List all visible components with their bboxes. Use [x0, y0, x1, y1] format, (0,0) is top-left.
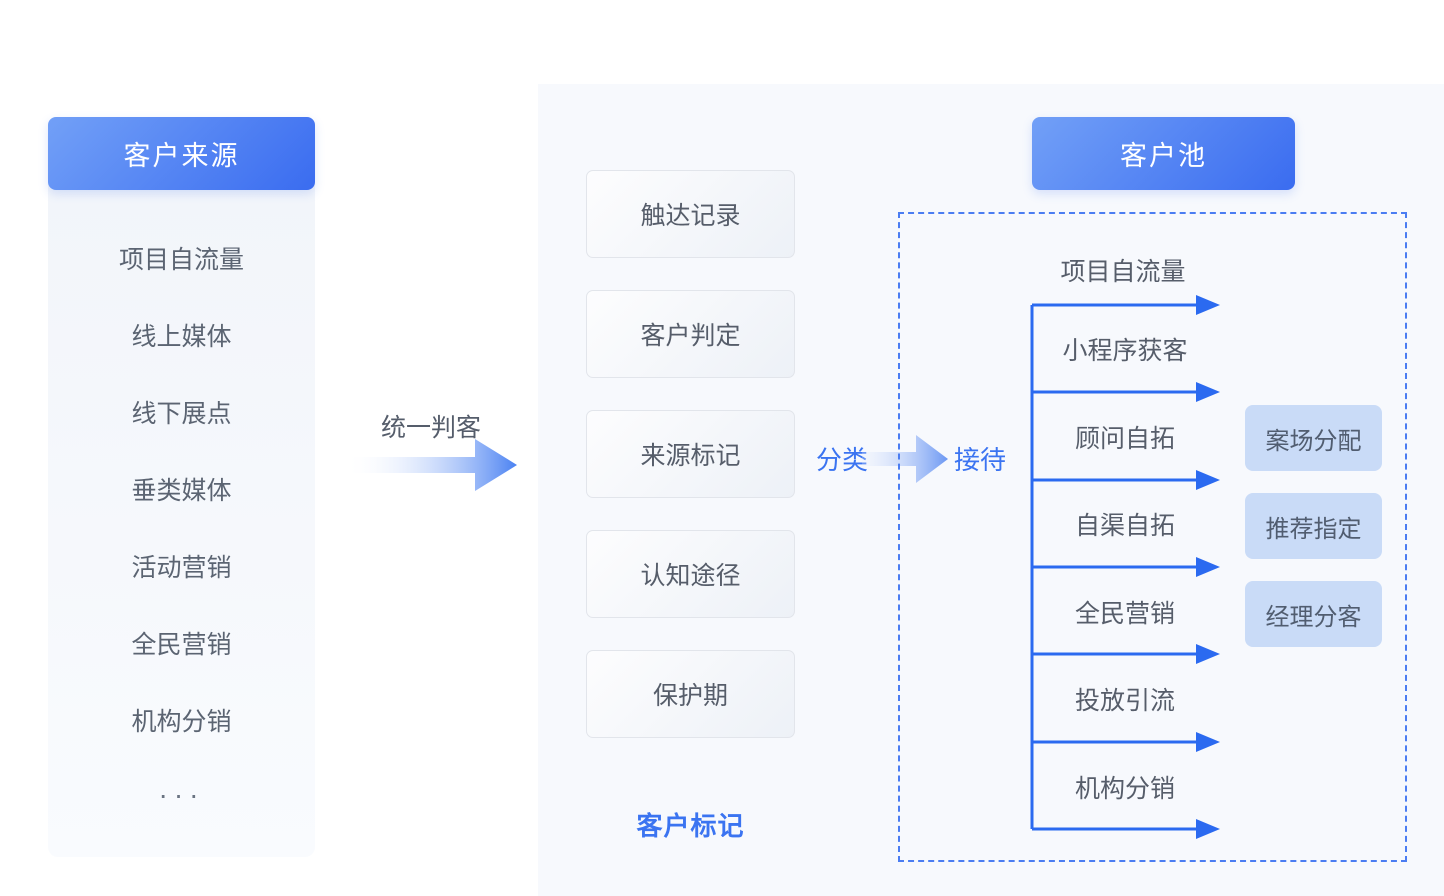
tag-box: 认知途径	[586, 530, 795, 618]
source-item: 全民营销	[131, 631, 232, 659]
pool-branch-label: 项目自流量	[1060, 258, 1186, 286]
source-item: 项目自流量	[118, 246, 244, 274]
customer-tag-column: 触达记录 客户判定 来源标记 认知途径 保护期 客户标记	[586, 170, 795, 843]
customer-pool-dashed-box	[898, 212, 1407, 862]
pool-branch-label: 小程序获客	[1062, 337, 1188, 365]
assignment-box: 推荐指定	[1245, 493, 1382, 559]
pool-branch-label: 全民营销	[1074, 600, 1175, 628]
pool-branch-tree	[1030, 295, 1220, 839]
source-item-ellipsis: ···	[158, 779, 205, 810]
pool-branch-label: 自渠自拓	[1074, 512, 1175, 540]
tag-box: 客户判定	[586, 290, 795, 378]
source-item: 机构分销	[131, 708, 232, 736]
customer-source-list: 项目自流量 线上媒体 线下展点 垂类媒体 活动营销 全民营销 机构分销 ···	[48, 184, 315, 857]
source-item: 垂类媒体	[131, 477, 232, 505]
classify-label: 分类	[816, 445, 869, 475]
pool-branch-label: 投放引流	[1074, 687, 1175, 715]
tag-box: 来源标记	[586, 410, 795, 498]
tag-box: 触达记录	[586, 170, 795, 258]
right-arrow-icon	[345, 439, 517, 491]
assignment-box: 案场分配	[1245, 405, 1382, 471]
unify-arrow-label: 统一判客	[380, 414, 481, 442]
pool-branch-label: 顾问自拓	[1074, 425, 1175, 453]
tag-box: 保护期	[586, 650, 795, 738]
right-arrow-icon	[862, 435, 948, 483]
customer-pool-header: 客户池	[1032, 117, 1295, 190]
customer-source-header: 客户来源	[48, 117, 315, 190]
reception-label: 接待	[954, 445, 1007, 475]
assignment-box: 经理分客	[1245, 581, 1382, 647]
customer-source-panel: 客户来源 项目自流量 线上媒体 线下展点 垂类媒体 活动营销 全民营销 机构分销…	[48, 117, 315, 857]
customer-tag-footer-label: 客户标记	[636, 811, 745, 841]
source-item: 活动营销	[131, 554, 232, 582]
source-item: 线下展点	[131, 400, 232, 428]
source-item: 线上媒体	[131, 323, 232, 351]
pool-branch-label: 机构分销	[1074, 775, 1175, 803]
